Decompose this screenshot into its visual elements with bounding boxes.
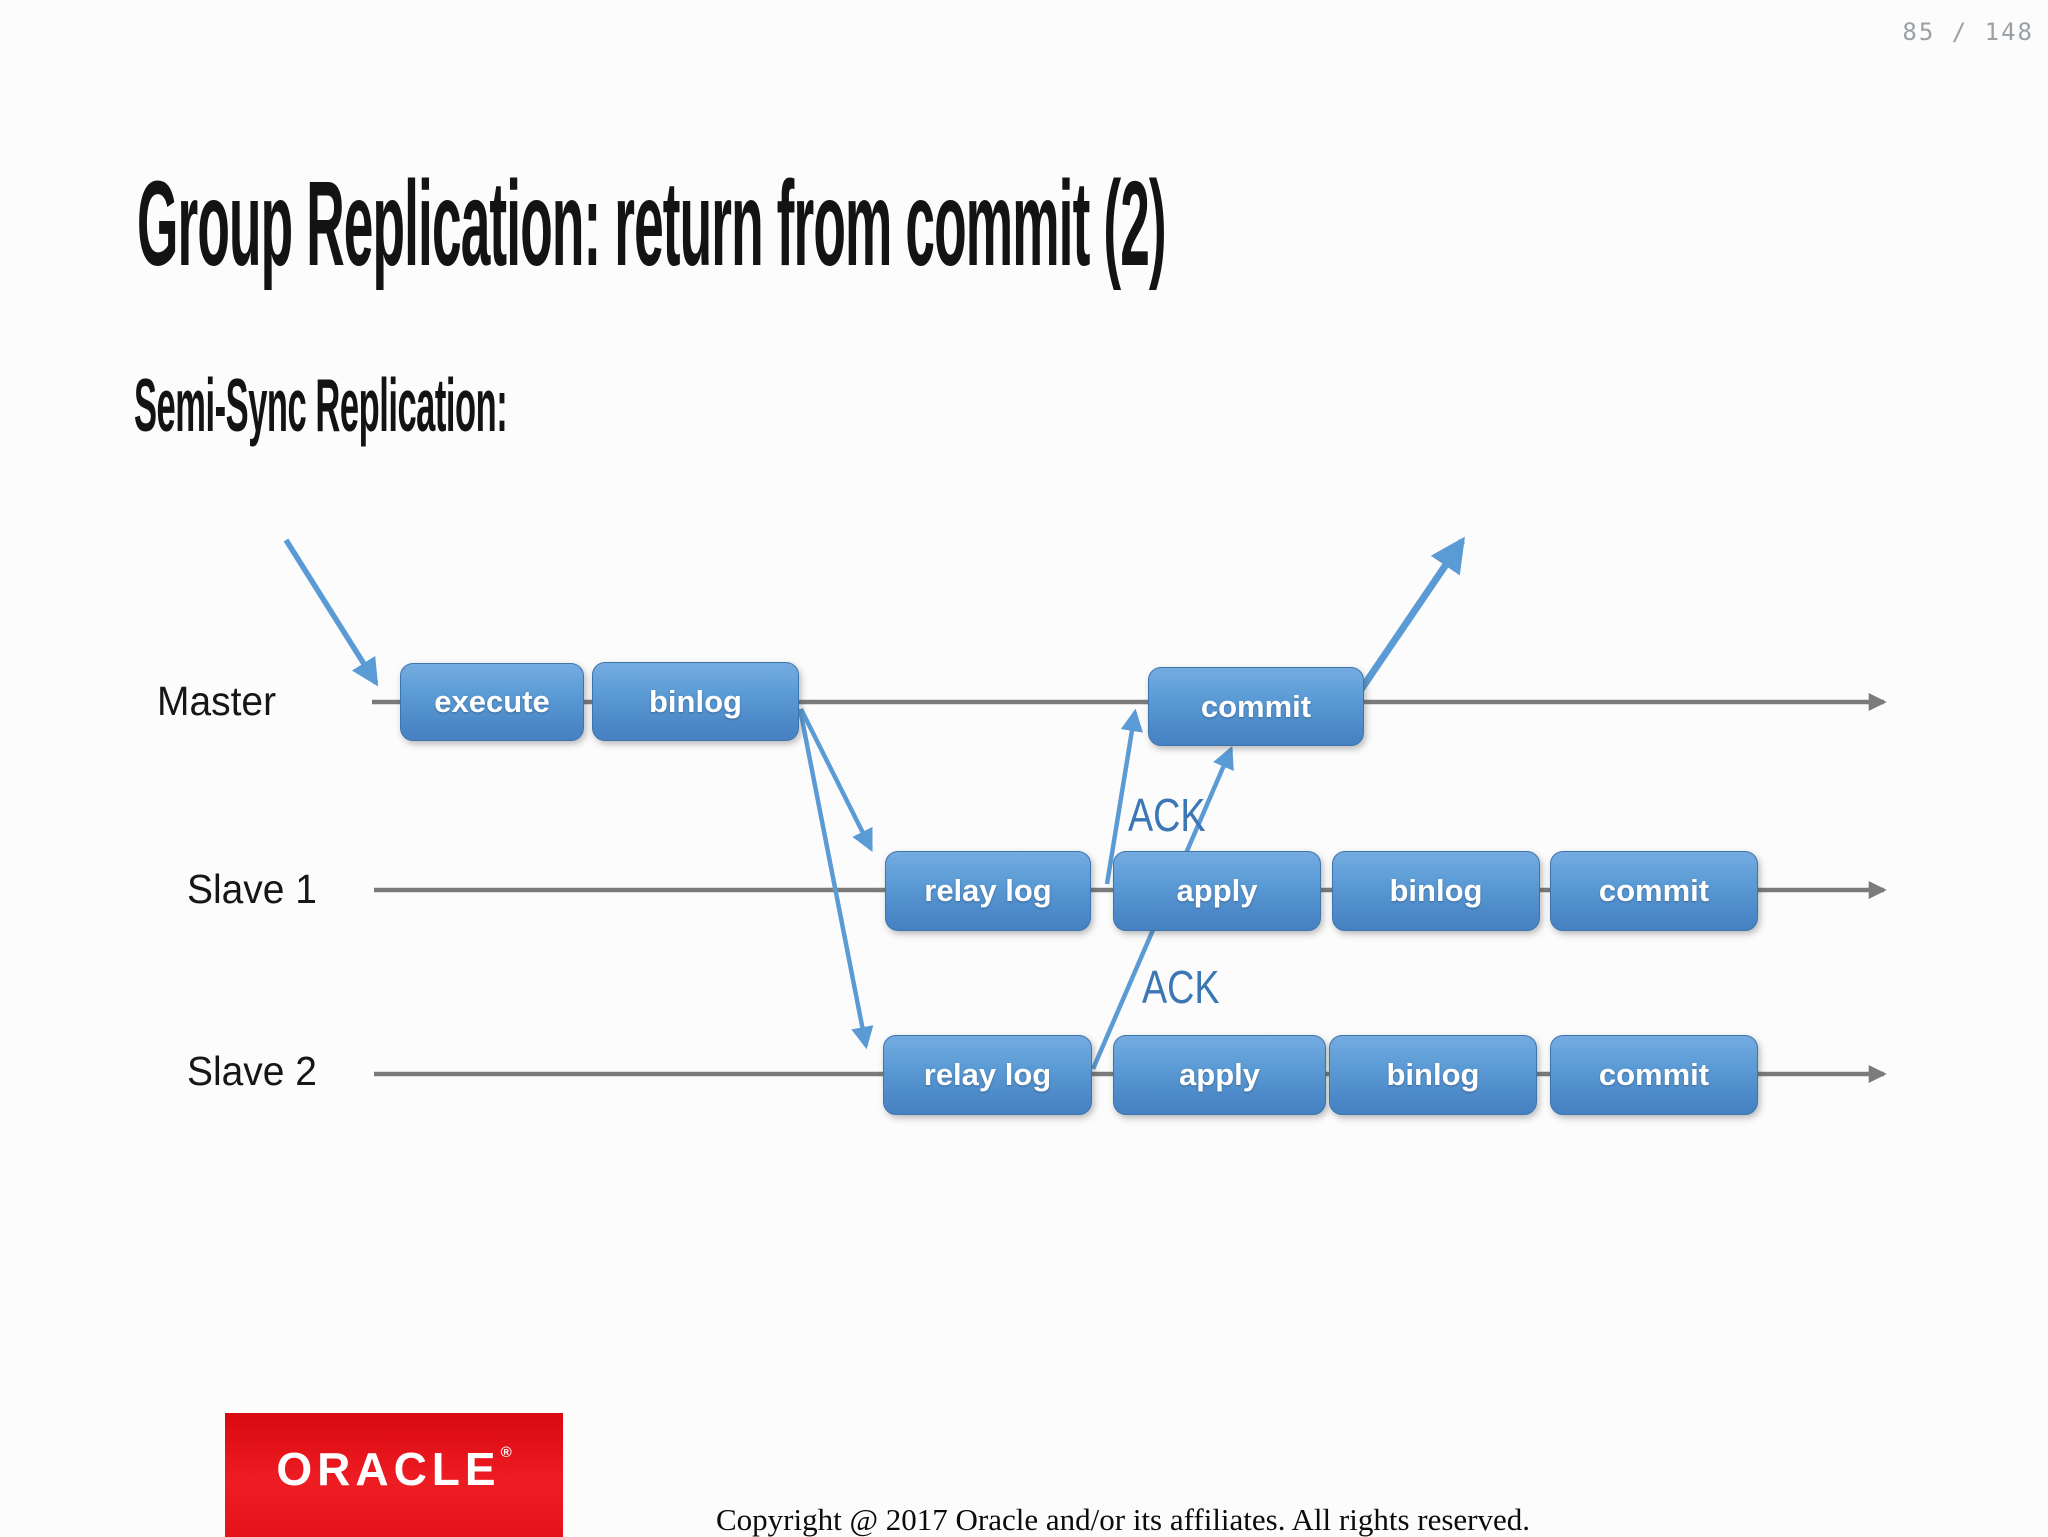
row-label-slave1: Slave 1 bbox=[187, 866, 317, 912]
node-master-binlog: binlog bbox=[592, 662, 799, 741]
page-number: 85 / 148 bbox=[1902, 18, 2034, 46]
node-slave2-commit: commit bbox=[1550, 1035, 1758, 1115]
node-master-commit: commit bbox=[1148, 667, 1364, 746]
slide-subtitle: Semi-Sync Replication: bbox=[134, 363, 508, 447]
return-from-commit-arrow bbox=[1353, 536, 1465, 699]
slide-title: Group Replication: return from commit (2… bbox=[137, 155, 1167, 291]
binlog-to-slave2-relaylog-arrow bbox=[797, 708, 874, 1050]
node-slave1-relaylog: relay log bbox=[885, 851, 1091, 931]
ack-label-slave2: ACK bbox=[1142, 961, 1220, 1013]
oracle-logo-text: ORACLE® bbox=[276, 1442, 512, 1495]
binlog-to-slave1-relaylog-arrow bbox=[798, 707, 874, 853]
row-label-slave2: Slave 2 bbox=[187, 1048, 317, 1094]
node-slave2-relaylog: relay log bbox=[883, 1035, 1092, 1115]
copyright-text: Copyright @ 2017 Oracle and/or its affil… bbox=[716, 1502, 1530, 1537]
slave1-ack-arrow bbox=[1104, 708, 1144, 885]
node-slave2-apply: apply bbox=[1113, 1035, 1326, 1115]
registered-mark: ® bbox=[500, 1443, 512, 1461]
ack-label-slave1: ACK bbox=[1128, 789, 1206, 841]
node-slave1-apply: apply bbox=[1113, 851, 1321, 931]
node-master-execute: execute bbox=[400, 663, 584, 741]
node-slave2-binlog: binlog bbox=[1329, 1035, 1537, 1115]
node-slave1-binlog: binlog bbox=[1332, 851, 1540, 931]
incoming-transaction-arrow bbox=[283, 538, 379, 687]
node-slave1-commit: commit bbox=[1550, 851, 1758, 931]
row-label-master: Master bbox=[157, 678, 277, 724]
oracle-logo: ORACLE® bbox=[225, 1413, 563, 1537]
